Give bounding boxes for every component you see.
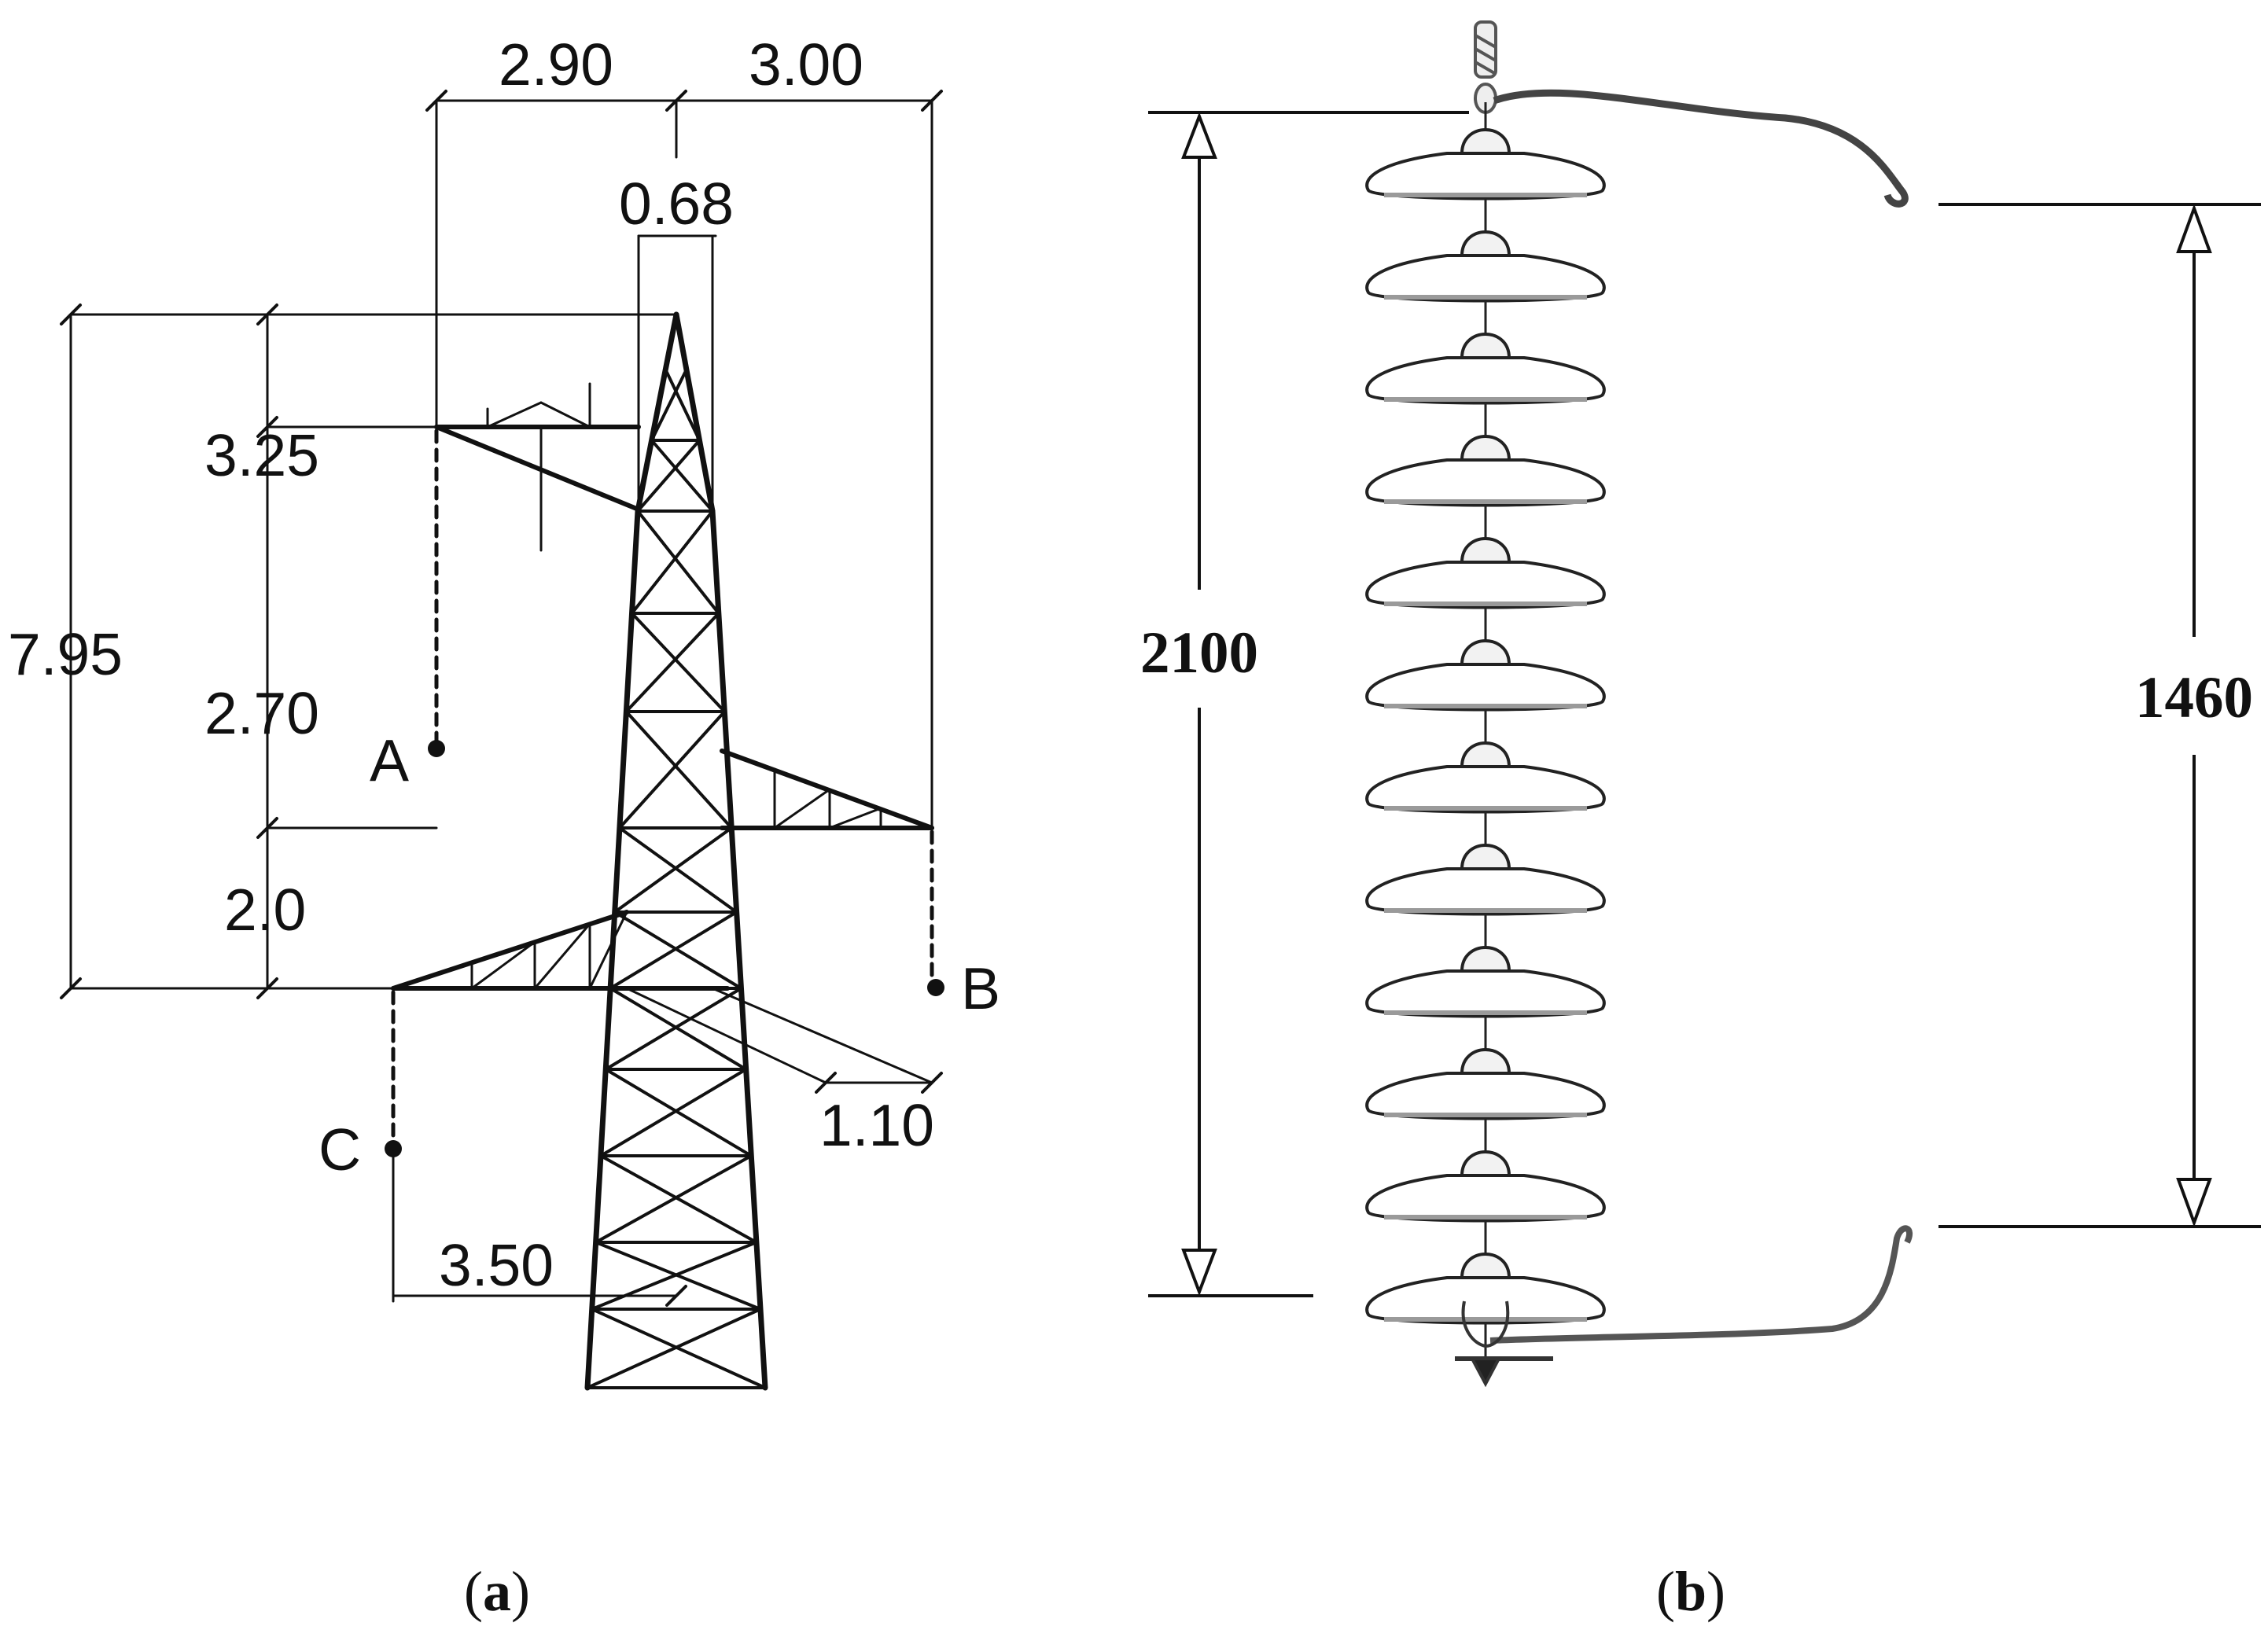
lattice-member — [590, 1241, 758, 1311]
lattice-member — [630, 510, 714, 615]
lattice-member — [604, 987, 743, 1071]
tower-dimension-ticks — [60, 90, 943, 1307]
lattice-member — [636, 439, 701, 513]
insulator-disc — [1365, 1048, 1606, 1120]
caption-a: (a) — [464, 1560, 530, 1623]
cross-arm-b — [720, 749, 934, 830]
lattice-member — [539, 401, 591, 429]
lattice-member — [773, 788, 831, 830]
cross-arm-a — [434, 425, 641, 552]
lattice-member — [630, 612, 727, 713]
top-arcing-horn — [1493, 89, 1909, 208]
dim-0-68: 0.68 — [619, 171, 734, 237]
lattice-member — [636, 510, 720, 615]
lattice-member — [594, 1154, 753, 1244]
lattice-member — [650, 368, 688, 442]
lattice-member — [624, 612, 720, 713]
lattice-member — [613, 826, 734, 914]
lattice-member — [598, 1154, 758, 1244]
dimension-1460 — [1938, 203, 2261, 1228]
lattice-member — [609, 910, 738, 990]
tower-body — [584, 311, 768, 1391]
lattice-member — [586, 1308, 762, 1389]
dim-3-25: 3.25 — [204, 422, 319, 488]
caption-b: (b) — [1656, 1560, 1725, 1623]
insulator-disc — [1365, 128, 1606, 200]
insulator-disc — [1365, 230, 1606, 303]
lattice-member — [470, 940, 536, 990]
lattice-member — [624, 710, 734, 830]
phase-c-point — [385, 1140, 402, 1157]
dimension-2100 — [1148, 111, 1469, 1297]
bottom-arcing-horn — [1489, 1225, 1913, 1344]
insulator-disc — [1365, 639, 1606, 712]
insulator-disc — [1365, 1253, 1606, 1325]
insulator-disc — [1365, 946, 1606, 1018]
lattice-member — [588, 910, 628, 990]
dim-3-00: 3.00 — [749, 31, 863, 97]
lattice-member — [650, 439, 714, 513]
phase-b-point — [927, 979, 944, 996]
dim-2-70: 2.70 — [204, 680, 319, 746]
insulator-diagram: 2100 1460 — [1140, 20, 2261, 1388]
tower-diagram: 2.90 3.00 0.68 7.95 3.25 2.70 2.0 1.10 3… — [8, 31, 1000, 1391]
phase-a-point — [428, 740, 445, 757]
insulator-disc — [1365, 333, 1606, 405]
bottom-fitting — [1455, 1300, 1553, 1388]
insulator-disc — [1365, 844, 1606, 916]
phase-b-label: B — [961, 955, 1000, 1021]
lattice-member — [613, 910, 743, 990]
top-fitting — [1474, 20, 1497, 114]
insulator-disc — [1365, 435, 1606, 507]
insulator-disc — [1365, 1150, 1606, 1223]
phase-c-label: C — [318, 1116, 361, 1183]
cross-arm-trusses — [470, 382, 882, 990]
phase-a-label: A — [370, 727, 409, 793]
dim-1-10: 1.10 — [819, 1092, 934, 1158]
lattice-member — [609, 987, 748, 1071]
lattice-member — [533, 922, 591, 990]
dim-2-0: 2.0 — [224, 877, 306, 943]
dim-2-90: 2.90 — [499, 31, 613, 97]
dim-7-95: 7.95 — [8, 621, 123, 687]
tower-dimension-lines — [69, 99, 933, 1303]
lattice-member — [664, 368, 701, 442]
tower-lattice — [586, 368, 767, 1389]
insulator-discs — [1365, 128, 1606, 1325]
insulator-disc — [1365, 741, 1606, 814]
lattice-member — [828, 807, 882, 830]
lattice-member — [604, 1068, 753, 1157]
dim-2100: 2100 — [1140, 620, 1258, 686]
dim-3-50: 3.50 — [439, 1232, 554, 1298]
dim-1460: 1460 — [2135, 665, 2253, 730]
tower-dimension-labels: 2.90 3.00 0.68 7.95 3.25 2.70 2.0 1.10 3… — [8, 31, 1000, 1298]
lattice-member — [598, 1068, 748, 1157]
lattice-member — [486, 401, 543, 429]
insulator-disc — [1365, 537, 1606, 609]
lattice-member — [617, 826, 738, 914]
lattice-member — [617, 710, 727, 830]
lattice-member — [590, 1308, 767, 1389]
insulator-drops — [391, 429, 934, 1149]
